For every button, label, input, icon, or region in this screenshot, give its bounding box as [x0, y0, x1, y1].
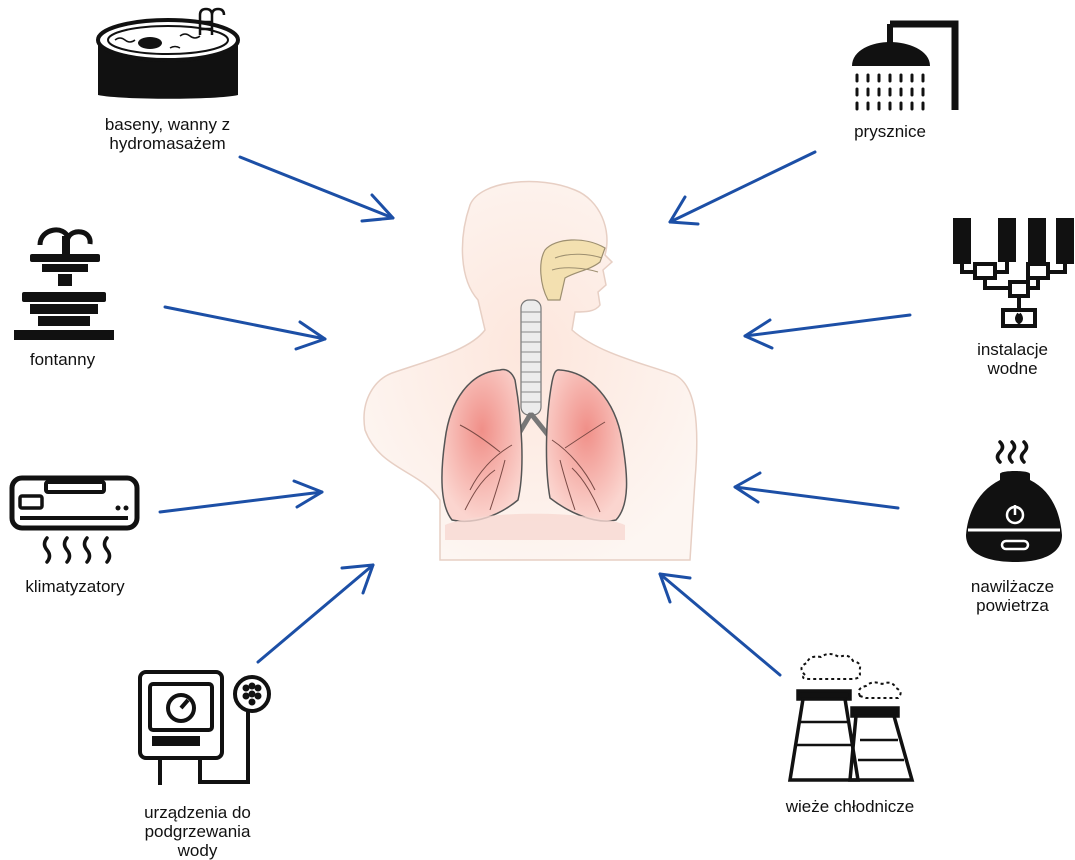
fountain-icon — [14, 230, 114, 340]
label-heaters: urządzenia do podgrzewania wody — [110, 803, 285, 860]
arrow-plumbing — [745, 315, 910, 348]
humidifier-icon — [966, 442, 1062, 562]
respiratory-system-illustration — [364, 182, 697, 560]
arrow-showers — [670, 152, 815, 224]
hot-tub-icon — [98, 9, 238, 99]
label-heaters-line3: wody — [110, 841, 285, 860]
label-fountains-line1: fontanny — [0, 350, 125, 369]
label-towers-line1: wieże chłodnicze — [760, 797, 940, 816]
label-showers: prysznice — [830, 122, 950, 141]
arrow-fountains — [165, 307, 325, 349]
water-pipes-icon — [955, 220, 1072, 326]
arrow-ac — [160, 481, 322, 512]
water-heater-icon — [140, 672, 269, 785]
label-fountains: fontanny — [0, 350, 125, 369]
arrow-heaters — [258, 565, 373, 662]
label-ac-line1: klimatyzatory — [5, 577, 145, 596]
cooling-tower-icon — [790, 654, 912, 780]
arrow-pools — [240, 157, 393, 221]
label-heaters-line1: urządzenia do — [110, 803, 285, 822]
label-ac: klimatyzatory — [5, 577, 145, 596]
label-pools-line2: hydromasażem — [80, 134, 255, 153]
label-humidifiers-line2: powietrza — [955, 596, 1070, 615]
label-humidifiers: nawilżacze powietrza — [955, 577, 1070, 615]
arrow-humidifiers — [735, 473, 898, 508]
arrow-towers — [660, 574, 780, 675]
label-pools: baseny, wanny z hydromasażem — [80, 115, 255, 153]
shower-icon — [852, 24, 955, 110]
label-plumbing: instalacje wodne — [955, 340, 1070, 378]
label-showers-line1: prysznice — [830, 122, 950, 141]
label-plumbing-line2: wodne — [955, 359, 1070, 378]
air-conditioner-icon — [12, 478, 137, 562]
label-plumbing-line1: instalacje — [955, 340, 1070, 359]
label-heaters-line2: podgrzewania — [110, 822, 285, 841]
label-humidifiers-line1: nawilżacze — [955, 577, 1070, 596]
label-towers: wieże chłodnicze — [760, 797, 940, 816]
label-pools-line1: baseny, wanny z — [80, 115, 255, 134]
